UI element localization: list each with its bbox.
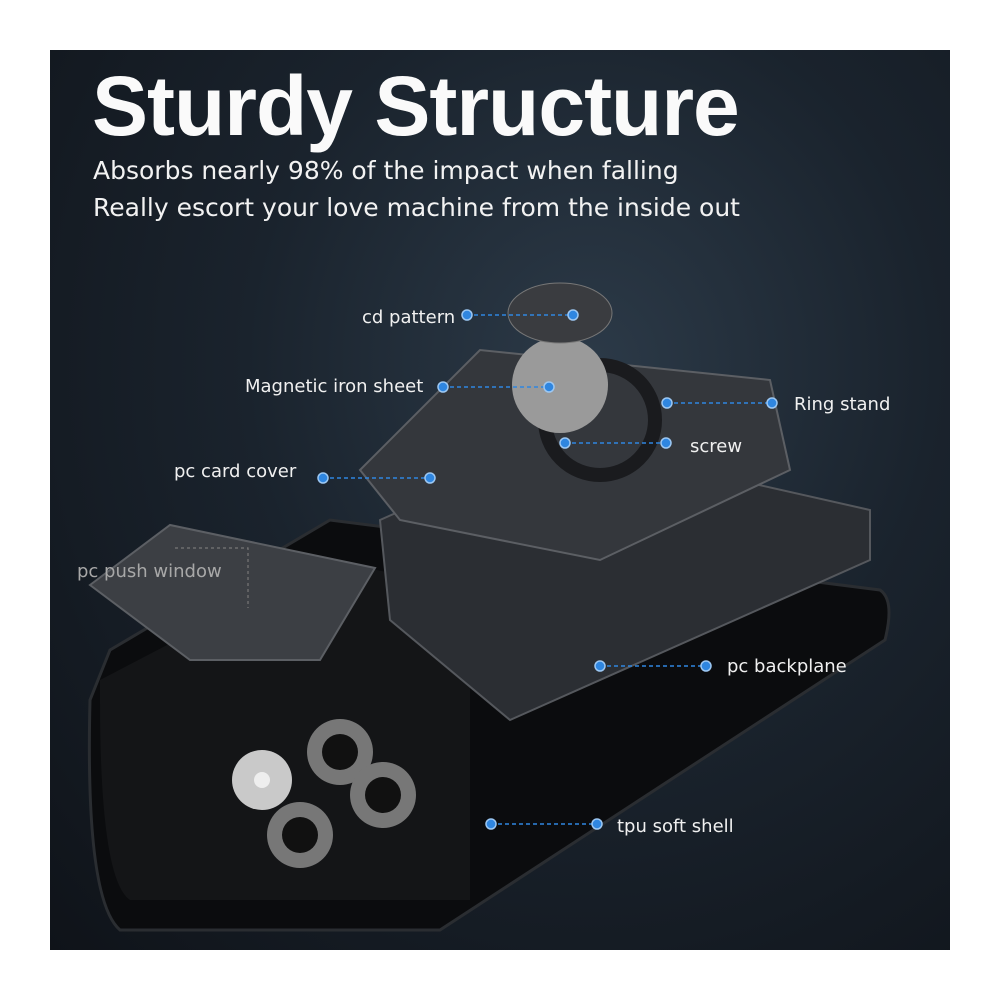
label-tpu-soft-shell: tpu soft shell: [617, 816, 734, 837]
pc-push-window: [88, 523, 377, 661]
label-pc-backplane: pc backplane: [727, 656, 847, 677]
cd-pattern-disc: [507, 282, 613, 344]
label-pc-card-cover: pc card cover: [174, 461, 297, 482]
label-pc-push-window: pc push window: [77, 561, 222, 582]
label-screw: screw: [690, 436, 743, 457]
label-cd-pattern: cd pattern: [362, 307, 456, 328]
subtitle-line-1: Absorbs nearly 98% of the impact when fa…: [93, 156, 679, 185]
label-magnetic-iron-sheet: Magnetic iron sheet: [245, 376, 424, 397]
subtitle-line-2: Really escort your love machine from the…: [93, 193, 740, 222]
magnetic-iron-sheet: [512, 337, 608, 433]
page-title: Sturdy Structure: [92, 59, 740, 153]
label-ring-stand: Ring stand: [794, 394, 891, 415]
